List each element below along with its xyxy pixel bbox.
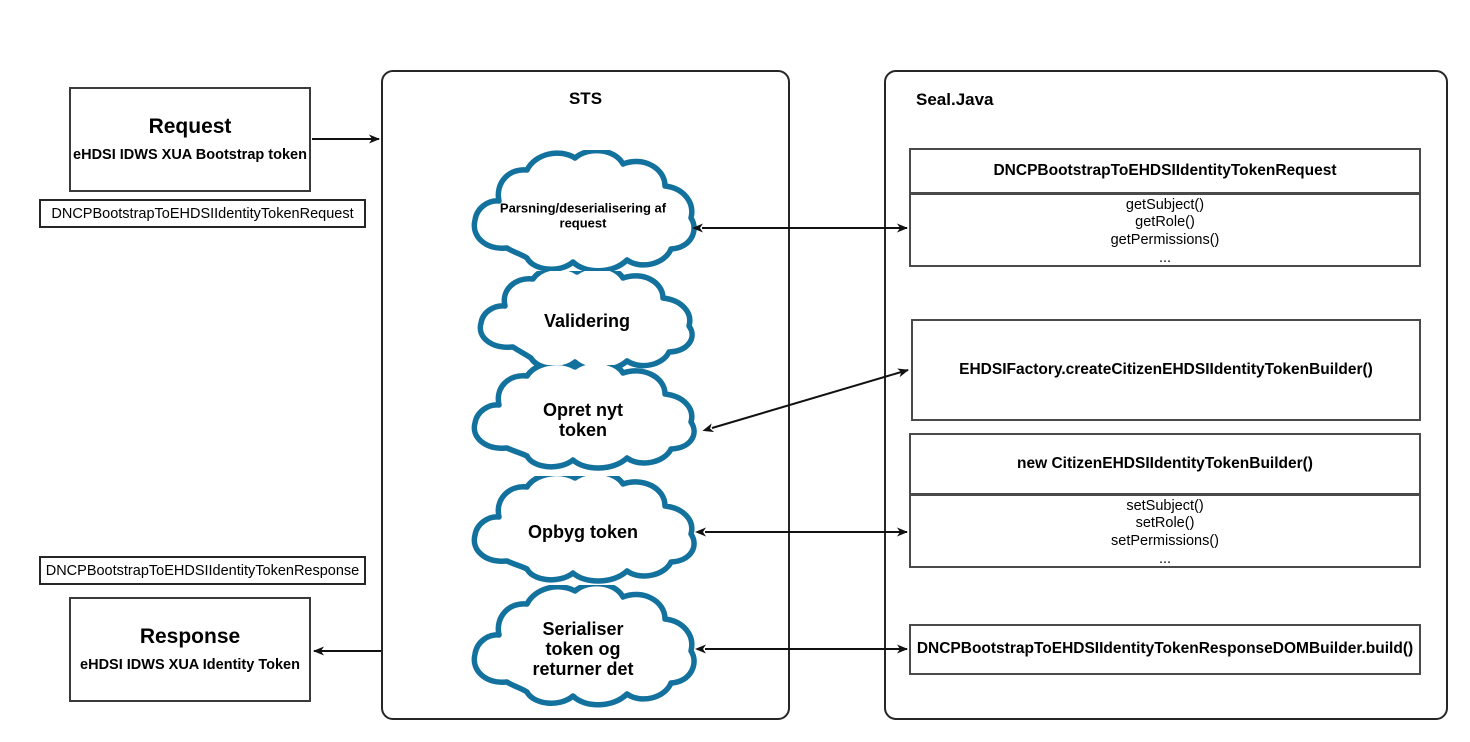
member-line: getPermissions() bbox=[1110, 231, 1220, 248]
request-tag-label: DNCPBootstrapToEHDSIIdentityTokenRequest bbox=[51, 205, 354, 222]
request-box: Request eHDSI IDWS XUA Bootstrap token bbox=[69, 87, 311, 192]
response-box-subtitle: eHDSI IDWS XUA Identity Token bbox=[80, 657, 300, 674]
seal-box-request-divider bbox=[911, 192, 1419, 195]
member-line: setSubject() bbox=[1126, 497, 1204, 514]
seal-box-builder-members: setSubject() setRole() setPermissions() … bbox=[911, 496, 1419, 571]
member-line: getRole() bbox=[1135, 214, 1195, 231]
member-line: setPermissions() bbox=[1111, 532, 1219, 549]
response-tag-box: DNCPBootstrapToEHDSIIdentityTokenRespons… bbox=[39, 556, 366, 585]
seal-box-builder-header: new CitizenEHDSIIdentityTokenBuilder() bbox=[1017, 455, 1313, 472]
sts-step-cloud-3: Opret nyt token bbox=[455, 365, 711, 475]
request-box-subtitle: eHDSI IDWS XUA Bootstrap token bbox=[73, 147, 307, 164]
seal-box-builder: new CitizenEHDSIIdentityTokenBuilder() s… bbox=[909, 433, 1421, 568]
member-line: getSubject() bbox=[1125, 196, 1205, 213]
response-box-title: Response bbox=[139, 625, 241, 649]
sts-step-cloud-2: Validering bbox=[463, 271, 711, 371]
seal-box-dombuilder-header: DNCPBootstrapToEHDSIIdentityTokenRespons… bbox=[916, 640, 1414, 658]
seal-box-request-header: DNCPBootstrapToEHDSIIdentityTokenRequest bbox=[993, 162, 1337, 179]
sts-panel-title: STS bbox=[568, 89, 603, 108]
member-line: ... bbox=[1158, 249, 1172, 266]
sts-step-cloud-1: Parsning/deserialisering af request bbox=[455, 150, 711, 282]
seal-box-dombuilder: DNCPBootstrapToEHDSIIdentityTokenRespons… bbox=[909, 624, 1421, 675]
seal-panel-title: Seal.Java bbox=[916, 90, 994, 109]
request-box-title: Request bbox=[148, 115, 232, 139]
seal-box-factory-header: EHDSIFactory.createCitizenEHDSIIdentityT… bbox=[959, 361, 1373, 378]
response-tag-label: DNCPBootstrapToEHDSIIdentityTokenRespons… bbox=[45, 562, 360, 579]
request-tag-box: DNCPBootstrapToEHDSIIdentityTokenRequest bbox=[39, 199, 366, 228]
seal-box-request-members: getSubject() getRole() getPermissions() … bbox=[911, 195, 1419, 270]
seal-box-request: DNCPBootstrapToEHDSIIdentityTokenRequest… bbox=[909, 148, 1421, 267]
sts-step-cloud-5: Serialiser token og returner det bbox=[455, 585, 711, 713]
member-line: setRole() bbox=[1135, 515, 1195, 532]
member-line: ... bbox=[1158, 550, 1172, 567]
seal-box-builder-divider bbox=[911, 493, 1419, 496]
seal-box-factory: EHDSIFactory.createCitizenEHDSIIdentityT… bbox=[911, 319, 1421, 421]
sts-step-cloud-4: Opbyg token bbox=[455, 476, 711, 588]
response-box: Response eHDSI IDWS XUA Identity Token bbox=[69, 597, 311, 702]
